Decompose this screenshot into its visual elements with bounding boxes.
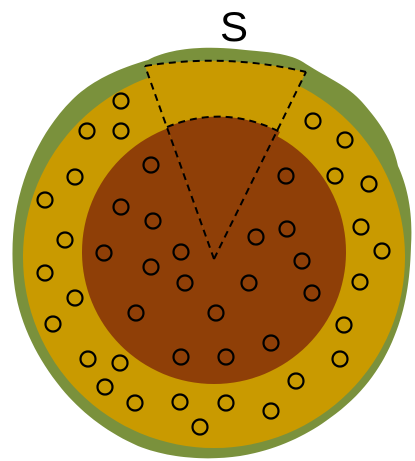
sector-label: S	[220, 3, 248, 50]
